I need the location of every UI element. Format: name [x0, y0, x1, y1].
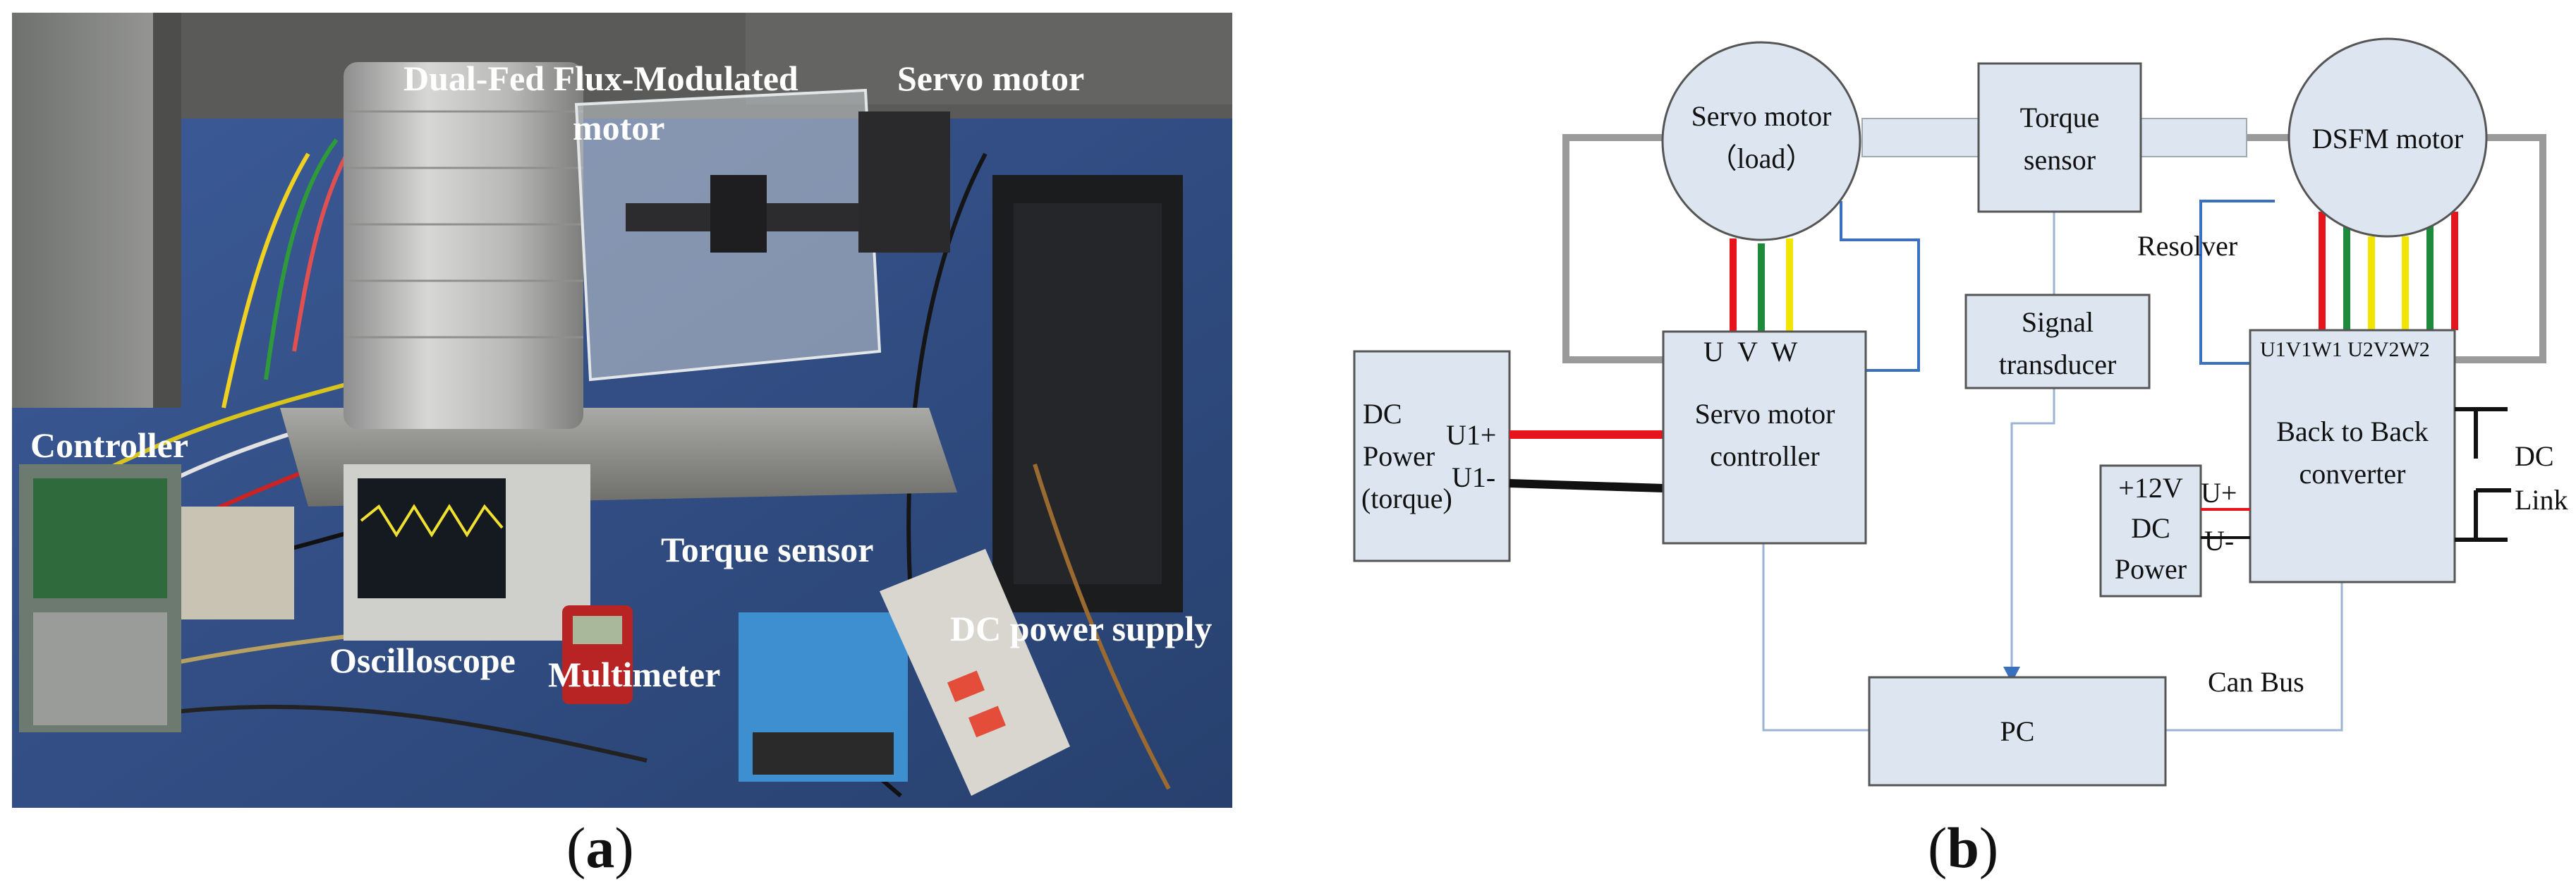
blue-power-unit-panel: [753, 732, 894, 775]
cabinet-right-panel: [1014, 203, 1162, 584]
servo-controller-block: [1662, 330, 1867, 545]
controller-heatsink: [33, 612, 167, 725]
label-oscilloscope: Oscilloscope: [329, 641, 516, 680]
bus-lines: [1762, 212, 2343, 732]
can-bus-label: Can Bus: [2208, 666, 2304, 698]
phase-terminal-labels: U1V1W1 U2V2W2: [2260, 338, 2430, 361]
cabinet-left-edge: [153, 13, 181, 408]
caption-b: (b): [1928, 816, 1999, 880]
oscilloscope-screen: [358, 478, 506, 598]
u1-minus-label: U1-: [1452, 461, 1495, 493]
label-dual-fed-motor-line1: Dual-Fed Flux-Modulated: [403, 59, 798, 98]
servo-load-label: （load）: [1709, 143, 1814, 174]
wall-top-right: [746, 13, 1232, 104]
dc-power-torque-label-3: (torque): [1361, 483, 1452, 514]
label-multimeter: Multimeter: [548, 655, 720, 694]
torque-sensor-label-2: sensor: [2024, 144, 2096, 176]
dc-12v-label-1: +12V: [2118, 472, 2183, 504]
dc-supply-button-1: [947, 670, 985, 703]
controller-pcb: [33, 478, 167, 598]
dc-link-label-1: DC: [2515, 440, 2554, 472]
servo-motor-label: Servo motor: [1691, 100, 1832, 132]
shaft-bar-left: [1861, 118, 1979, 157]
torque-sensor-unit: [710, 175, 767, 253]
u-plus-label: U+: [2201, 477, 2237, 509]
dsfm-phase-wires: [2319, 212, 2458, 330]
dc-power-torque-block: [1353, 350, 1511, 562]
b2b-label-2: converter: [2299, 458, 2405, 490]
label-controller: Controller: [30, 425, 188, 465]
servo-controller-label-1: Servo motor: [1695, 398, 1835, 430]
u-minus-label: U-: [2204, 525, 2234, 557]
pc-block: [1868, 676, 2167, 787]
dsfm-motor-block: [2288, 37, 2488, 238]
label-dual-fed-motor-line2: motor: [573, 108, 665, 147]
resolver-label: Resolver: [2137, 230, 2237, 262]
dc-12v-label-3: Power: [2115, 553, 2187, 585]
signal-transducer-block: [1964, 293, 2151, 389]
dc-12v-power-block: [2099, 464, 2202, 598]
label-dc-power-supply: DC power supply: [950, 609, 1212, 648]
caption-a: (a): [566, 816, 634, 880]
u1-plus-label: U1+: [1446, 419, 1496, 451]
b2b-label-1: Back to Back: [2276, 416, 2429, 447]
dc-power-torque-label-1: DC: [1363, 398, 1402, 430]
dsfm-motor-label: DSFM motor: [2312, 123, 2464, 155]
test-bench-photo: Dual-Fed Flux-Modulated motor Servo moto…: [12, 13, 1232, 808]
dc-link-label-2: Link: [2515, 484, 2568, 516]
servo-motor-load-block: [1661, 41, 1861, 241]
torque-sensor-label-1: Torque: [2020, 102, 2100, 133]
oscilloscope-waveform: [360, 504, 504, 538]
cable-box: [181, 507, 294, 619]
dc-power-torque-label-2: Power: [1363, 440, 1435, 472]
dc-link-capacitor: [2455, 407, 2511, 542]
label-servo-motor: Servo motor: [897, 59, 1084, 98]
signal-transducer-label-2: transducer: [1999, 349, 2117, 380]
signal-transducer-label-1: Signal: [2022, 306, 2094, 338]
pc-label: PC: [2000, 715, 2035, 747]
signal-lines: [1840, 200, 2275, 372]
arrow-to-pc: [2003, 667, 2020, 683]
motor-fins: [344, 110, 583, 339]
dc-supply-button-2: [968, 706, 1006, 738]
label-torque-sensor: Torque sensor: [661, 530, 873, 569]
dc-12v-label-2: DC: [2131, 512, 2170, 544]
multimeter-display: [573, 616, 622, 644]
uvw-label: U V W: [1703, 336, 1798, 368]
cabinet-left: [12, 13, 174, 408]
back-to-back-converter-block: [2249, 329, 2456, 583]
servo-phase-wires: [1730, 238, 1793, 332]
servo-motor-body: [858, 111, 950, 253]
servo-controller-label-2: controller: [1710, 440, 1820, 472]
torque-sensor-block: [1977, 62, 2142, 213]
u1-minus-wire: [1509, 479, 1664, 492]
